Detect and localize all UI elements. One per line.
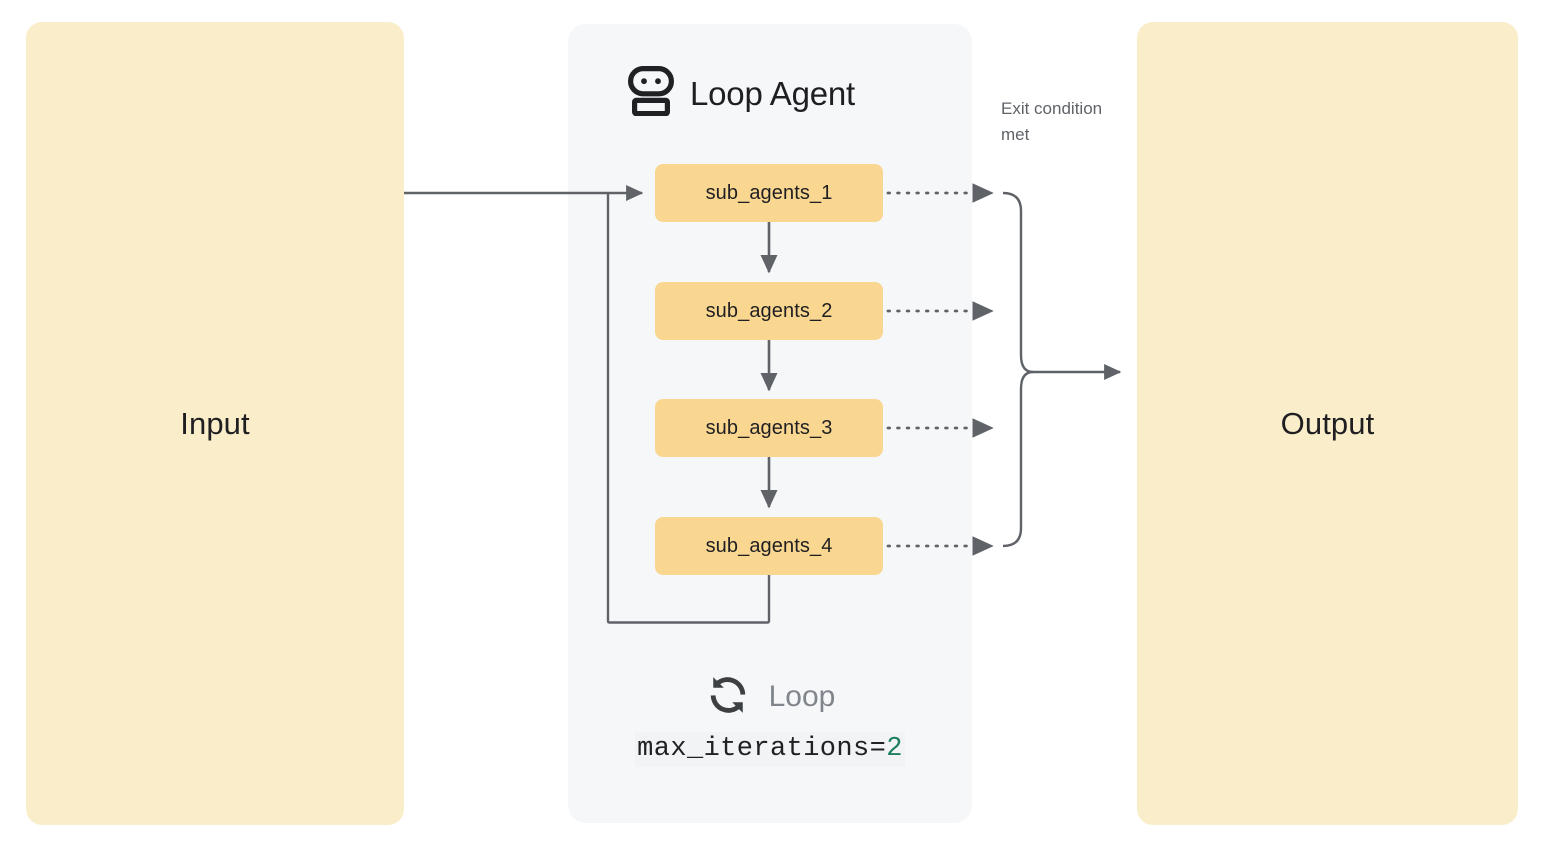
edge-collector-upper	[1002, 191, 1122, 380]
loop-label: Loop	[768, 680, 836, 713]
loop-refresh-icon	[705, 672, 751, 723]
edge-collector-lower	[1002, 370, 1034, 548]
sub-agent-box[interactable]: sub_agents_3	[655, 399, 883, 457]
input-label: Input	[180, 406, 250, 441]
loop-config-code: max_iterations=2	[635, 732, 905, 768]
sub-agent-box[interactable]: sub_agents_4	[655, 517, 883, 575]
sub-agent-label: sub_agents_1	[705, 182, 833, 204]
sub-agent-label: sub_agents_3	[705, 417, 833, 439]
loop-config-key: max_iterations=	[637, 734, 887, 764]
exit-condition-annotation: Exit condition met	[1001, 99, 1103, 144]
robot-icon	[627, 65, 674, 121]
loop-footer-row: Loop	[568, 668, 972, 726]
input-panel: Input	[26, 22, 404, 825]
sub-agent-label: sub_agents_2	[705, 300, 833, 322]
output-label: Output	[1280, 406, 1375, 441]
loop-config-line: max_iterations=2	[568, 726, 972, 768]
loop-agent-header: Loop Agent	[627, 62, 855, 124]
loop-agent-title: Loop Agent	[690, 74, 855, 112]
loop-config-value: 2	[886, 734, 903, 764]
sub-agent-box[interactable]: sub_agents_1	[655, 164, 883, 222]
loop-footer: Loop max_iterations=2	[568, 668, 972, 768]
sub-agent-box[interactable]: sub_agents_2	[655, 282, 883, 340]
sub-agent-label: sub_agents_4	[705, 535, 833, 557]
output-panel: Output	[1137, 22, 1518, 825]
